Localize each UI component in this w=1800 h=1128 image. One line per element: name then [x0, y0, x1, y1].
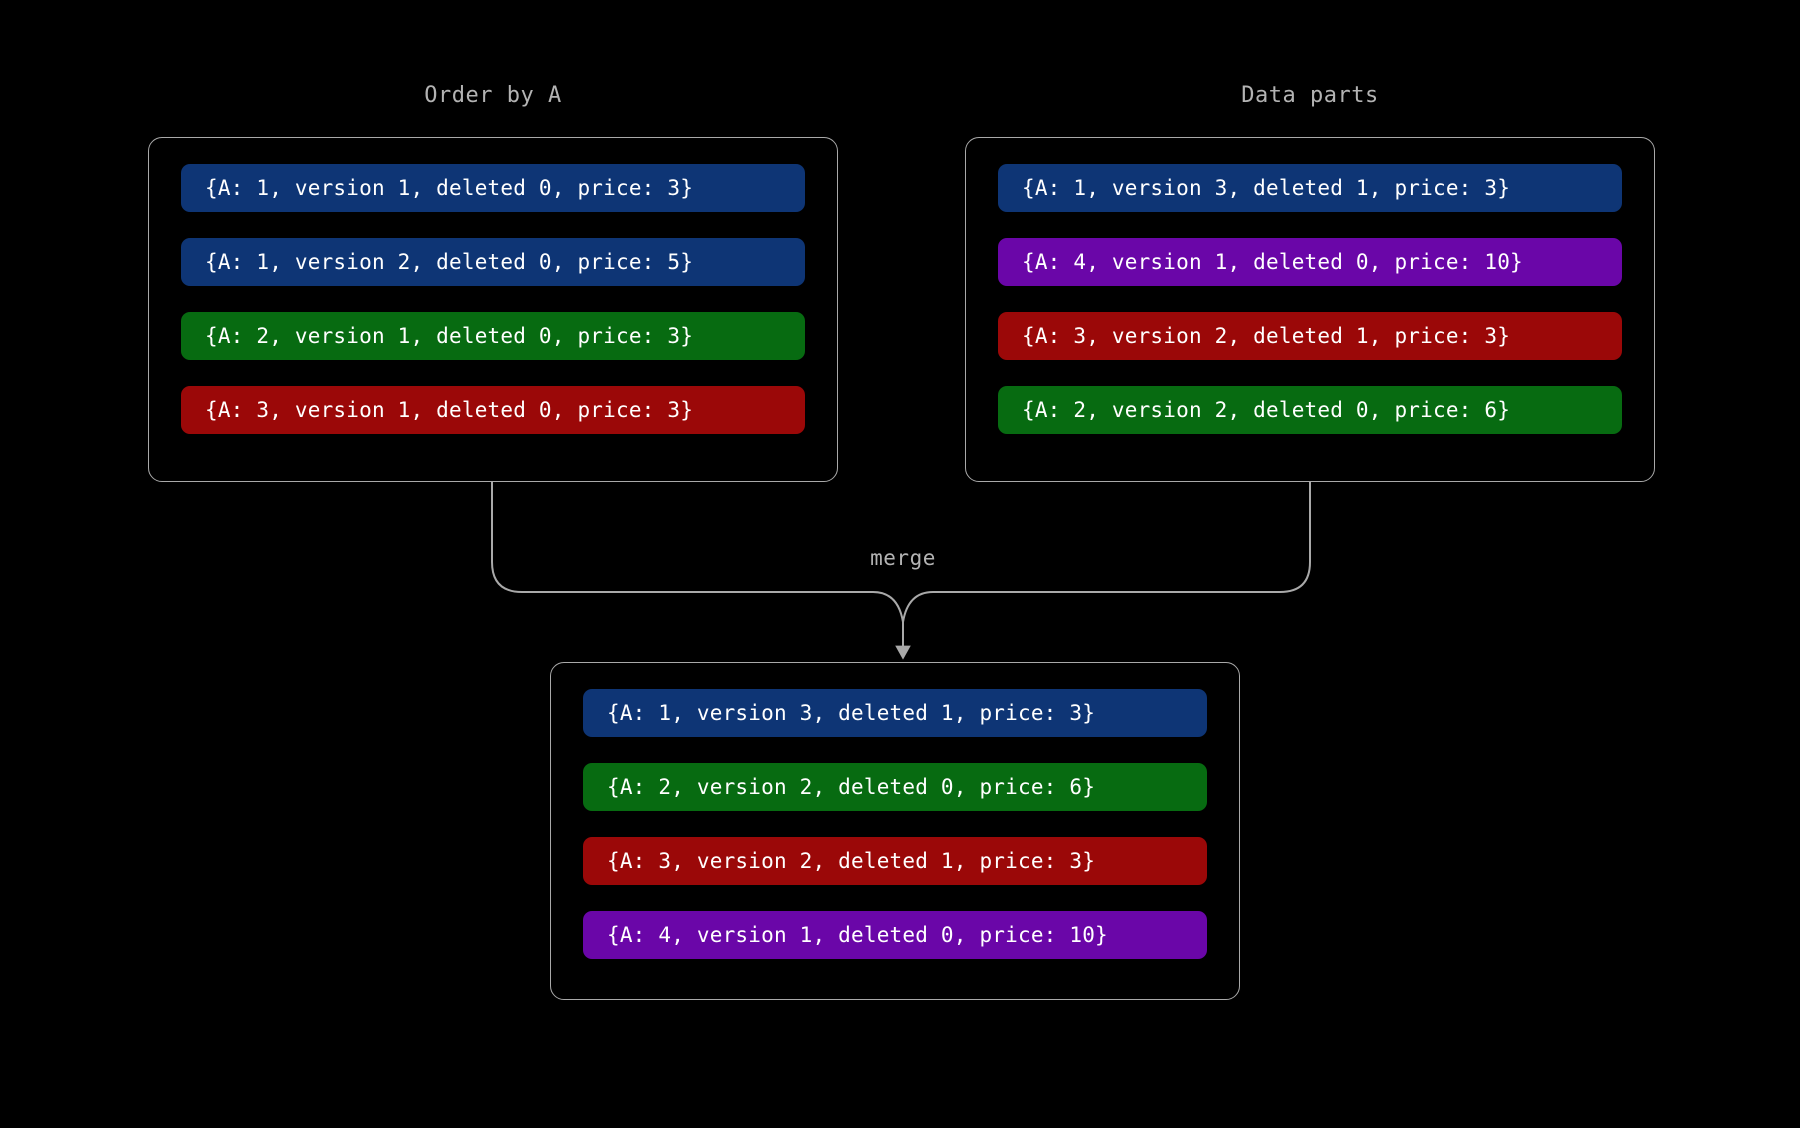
- table-row[interactable]: {A: 3, version 2, deleted 1, price: 3}: [998, 312, 1622, 360]
- table-row[interactable]: {A: 3, version 1, deleted 0, price: 3}: [181, 386, 805, 434]
- order-by-a-title: Order by A: [424, 83, 562, 108]
- order-by-a-row-list: {A: 1, version 1, deleted 0, price: 3} {…: [181, 164, 805, 434]
- table-row[interactable]: {A: 2, version 2, deleted 0, price: 6}: [583, 763, 1207, 811]
- table-row[interactable]: {A: 4, version 1, deleted 0, price: 10}: [998, 238, 1622, 286]
- table-row[interactable]: {A: 1, version 3, deleted 1, price: 3}: [998, 164, 1622, 212]
- table-row[interactable]: {A: 3, version 2, deleted 1, price: 3}: [583, 837, 1207, 885]
- table-row[interactable]: {A: 1, version 2, deleted 0, price: 5}: [181, 238, 805, 286]
- table-row[interactable]: {A: 1, version 3, deleted 1, price: 3}: [583, 689, 1207, 737]
- table-row[interactable]: {A: 1, version 1, deleted 0, price: 3}: [181, 164, 805, 212]
- table-row[interactable]: {A: 2, version 1, deleted 0, price: 3}: [181, 312, 805, 360]
- merged-result-panel: {A: 1, version 3, deleted 1, price: 3} {…: [550, 662, 1240, 1000]
- data-parts-panel: {A: 1, version 3, deleted 1, price: 3} {…: [965, 137, 1655, 482]
- order-by-a-panel: {A: 1, version 1, deleted 0, price: 3} {…: [148, 137, 838, 482]
- merge-label: merge: [870, 546, 936, 570]
- table-row[interactable]: {A: 4, version 1, deleted 0, price: 10}: [583, 911, 1207, 959]
- table-row[interactable]: {A: 2, version 2, deleted 0, price: 6}: [998, 386, 1622, 434]
- data-parts-row-list: {A: 1, version 3, deleted 1, price: 3} {…: [998, 164, 1622, 434]
- merged-result-row-list: {A: 1, version 3, deleted 1, price: 3} {…: [583, 689, 1207, 959]
- data-parts-title: Data parts: [1241, 83, 1379, 108]
